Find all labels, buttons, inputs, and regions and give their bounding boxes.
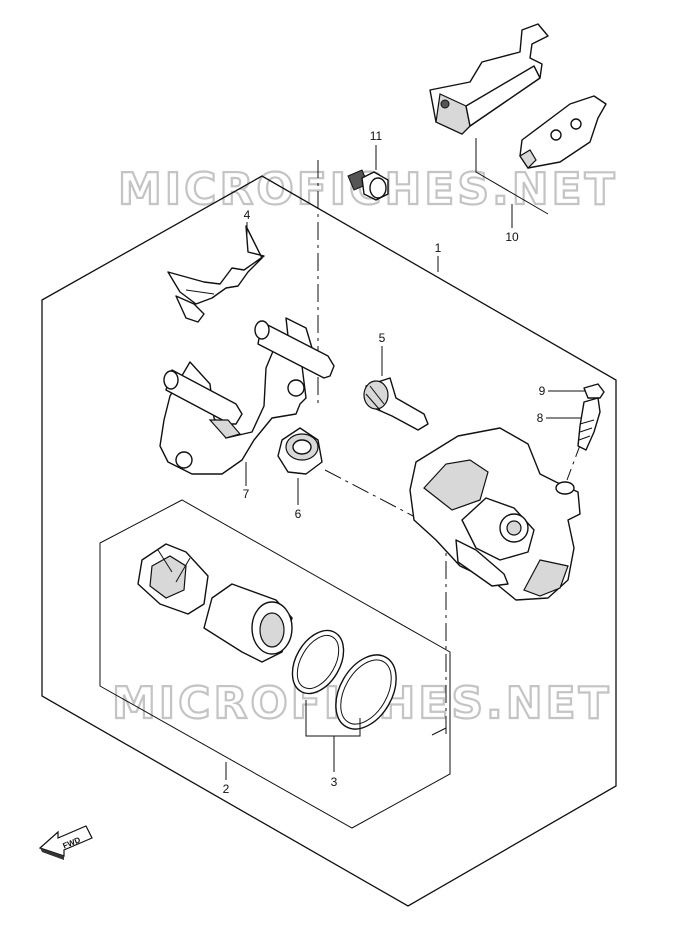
- assembly-frame-1: [41, 175, 617, 907]
- seals-3: [291, 629, 397, 730]
- kit-frame-2: [99, 499, 451, 829]
- brake-pads: [429, 23, 607, 169]
- callout-2: 2: [223, 782, 230, 796]
- callout-6: 6: [295, 507, 302, 521]
- piston: [137, 543, 209, 615]
- slide-pin-5: [363, 377, 429, 431]
- callout-3: 3: [331, 775, 338, 789]
- bleeder-screw-8: [577, 397, 601, 451]
- seal-bracket-3: [305, 700, 361, 737]
- callout-8: 8: [537, 411, 544, 425]
- callout-11: 11: [370, 129, 383, 143]
- callout-7: 7: [243, 487, 250, 501]
- callout-1: 1: [435, 241, 442, 255]
- leader-lines: [225, 145, 586, 780]
- caliper-body: [409, 427, 581, 601]
- caliper-bracket-7: [159, 317, 335, 475]
- callout-10: 10: [505, 230, 519, 244]
- bolt-11: [347, 169, 389, 201]
- callout-4: 4: [244, 208, 251, 222]
- piston-cup: [203, 583, 293, 663]
- callout-9: 9: [539, 384, 546, 398]
- boot-6: [277, 427, 323, 475]
- spring-plate-4: [167, 225, 265, 323]
- bleeder-cap-9: [583, 383, 605, 399]
- pad-frame-10: [475, 138, 549, 215]
- fwd-arrow-icon: FWD: [38, 825, 93, 860]
- callout-5: 5: [379, 331, 386, 345]
